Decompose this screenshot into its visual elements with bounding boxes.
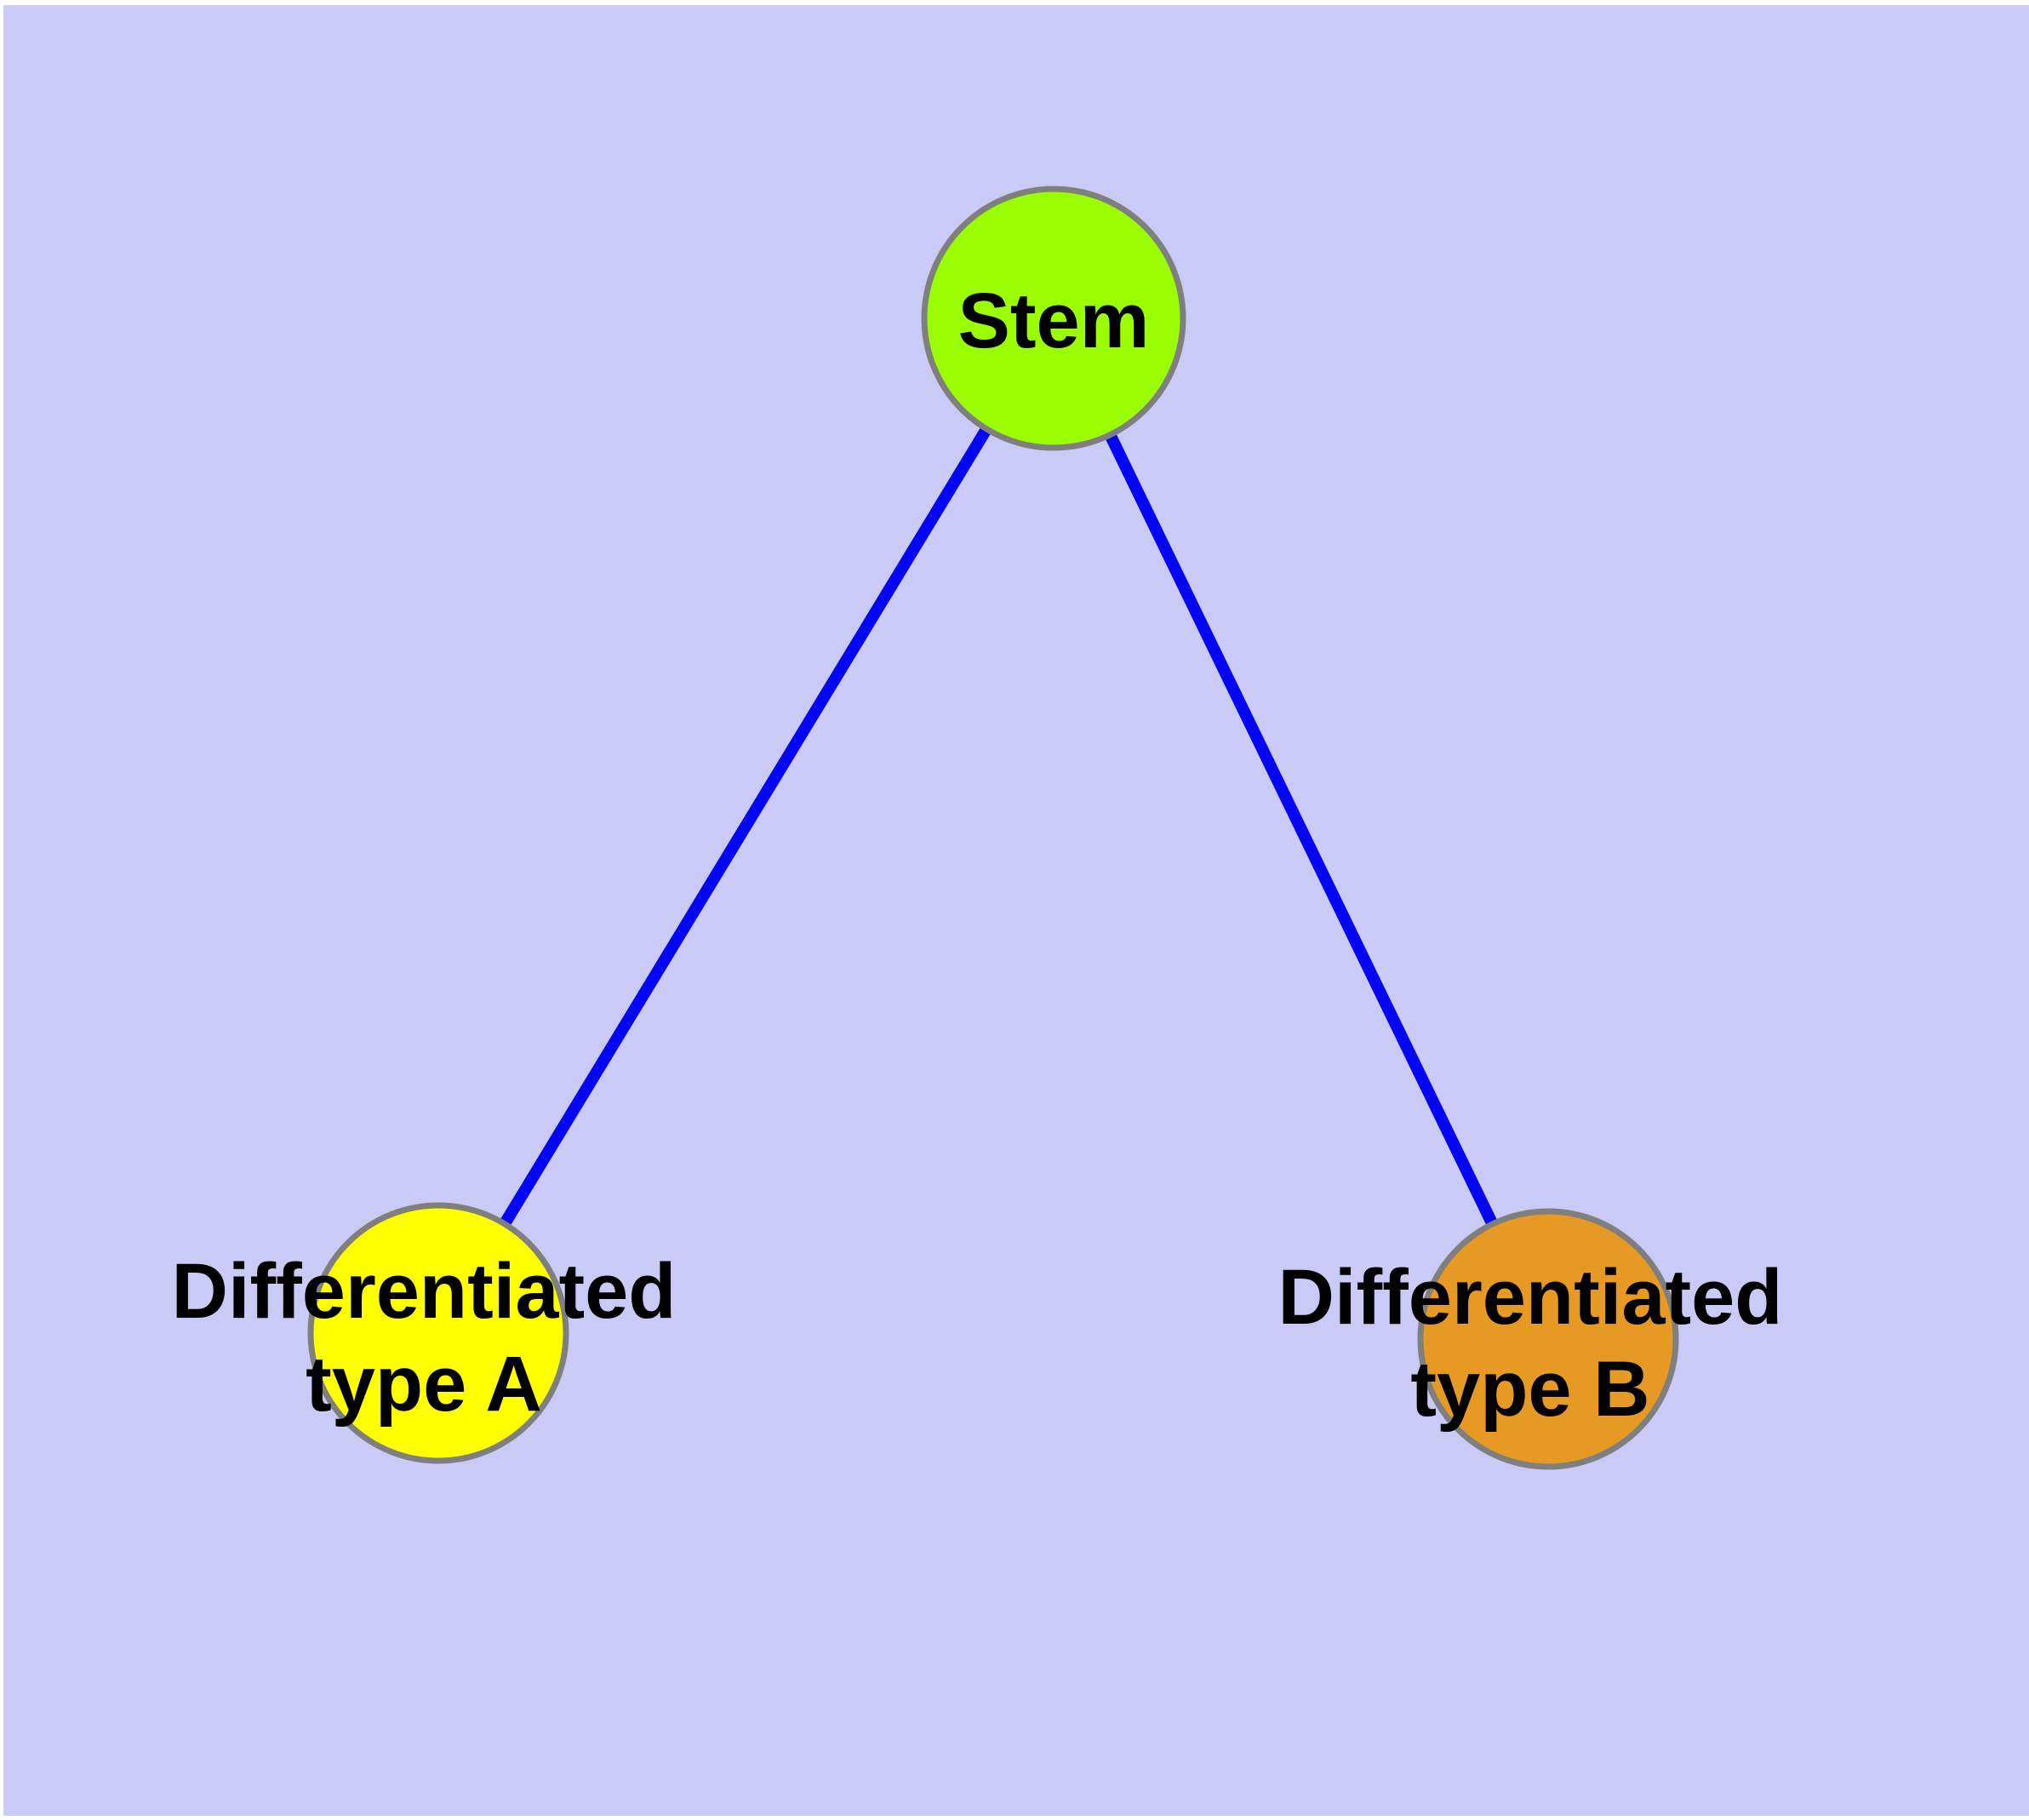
- edge-stem-to-differentiated-type-b: [1048, 315, 1554, 1342]
- edge-stem-to-differentiated-type-a: [433, 315, 1059, 1336]
- node-differentiated-type-b-label-line2: type B: [1410, 1346, 1649, 1433]
- node-differentiated-type-b: [1417, 1208, 1679, 1470]
- node-differentiated-type-b-label-line1: Differentiated: [1278, 1254, 1783, 1341]
- node-differentiated-type-a-label-line1: Differentiated: [172, 1248, 677, 1335]
- node-differentiated-type-a-label-line2: type A: [306, 1341, 542, 1428]
- node-stem: [921, 186, 1186, 451]
- node-stem-label: Stem: [958, 278, 1150, 364]
- node-differentiated-type-a: [307, 1202, 569, 1464]
